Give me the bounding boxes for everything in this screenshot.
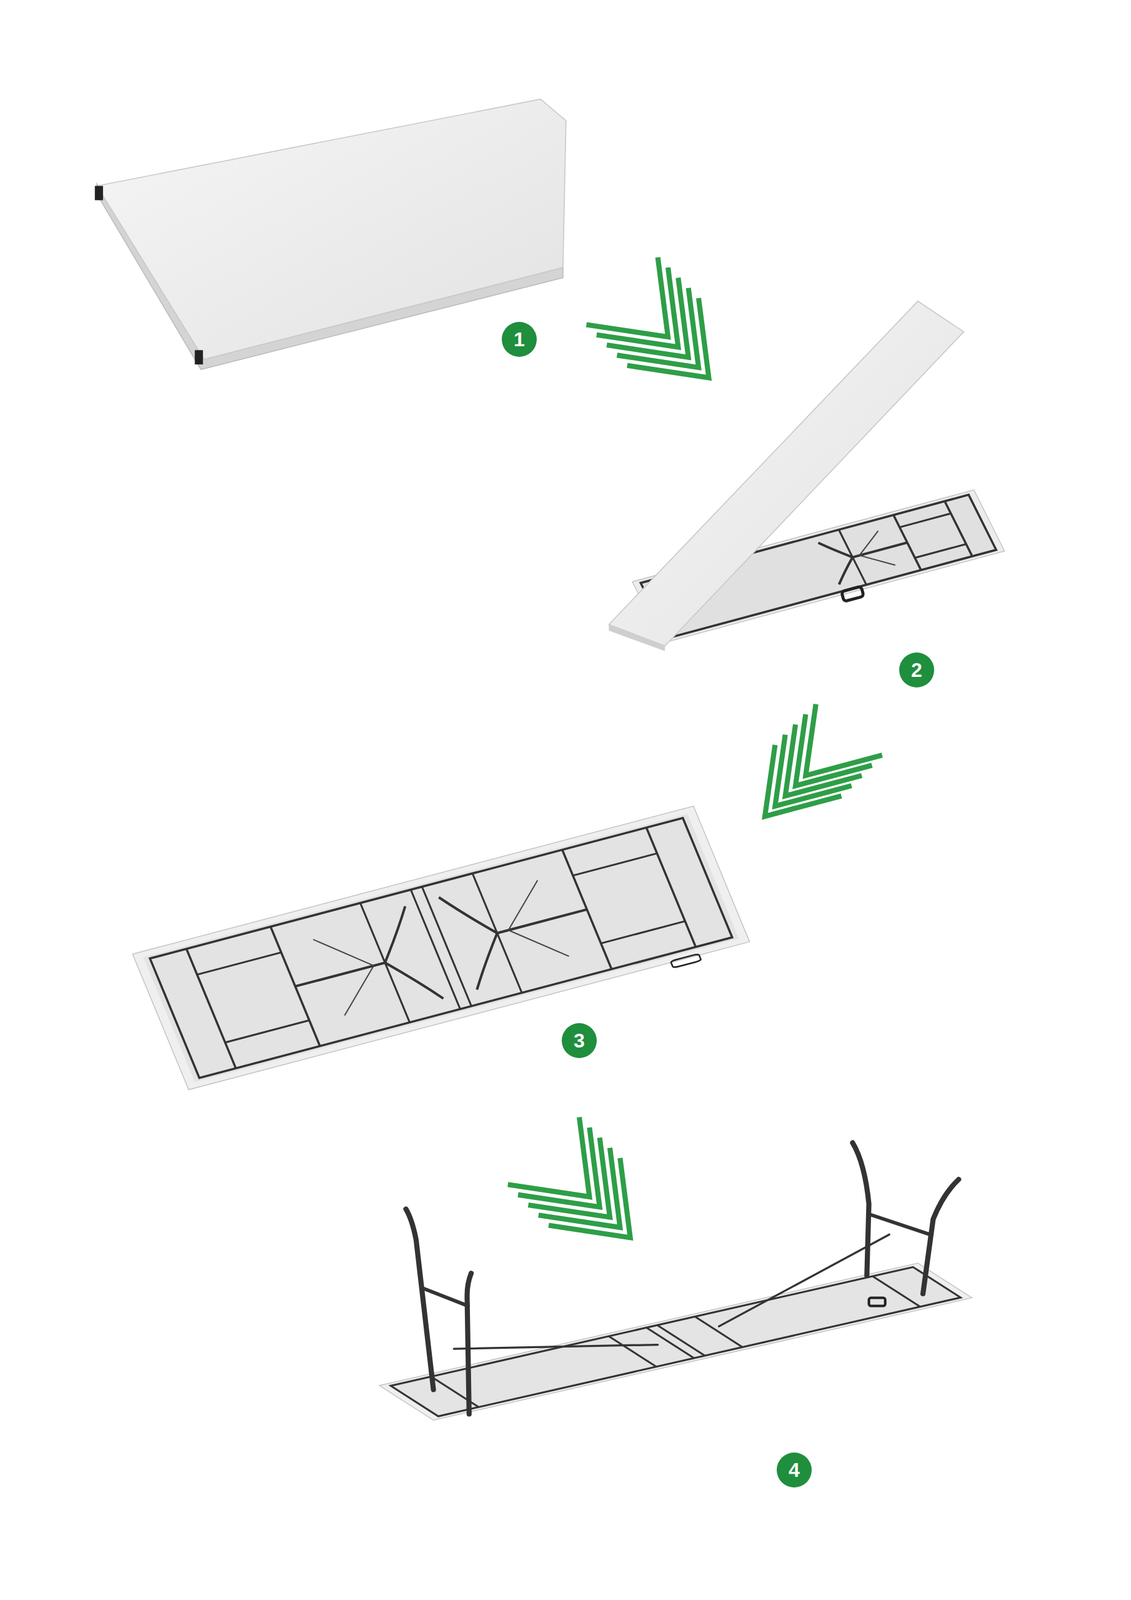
callout-number: 4 (788, 1459, 800, 1480)
table-top (96, 99, 567, 360)
chevron (518, 1127, 600, 1207)
chevron (764, 744, 842, 817)
hinge-clip (194, 349, 204, 365)
step-number-circle: 1 (501, 321, 537, 357)
table-legs (406, 1142, 960, 1414)
table-top-underside (379, 1262, 972, 1420)
callout-number: 2 (911, 659, 923, 680)
chevron (538, 1147, 621, 1228)
table-edge (608, 624, 665, 651)
folded-table (94, 99, 567, 370)
chevron (616, 288, 699, 368)
callout-number: 1 (513, 329, 525, 350)
carry-handle (869, 1297, 886, 1306)
chevron-arrows (508, 257, 883, 1238)
open-table-underside (132, 806, 752, 1095)
step-number-circle: 2 (899, 652, 935, 688)
step-number-circle: 3 (561, 1022, 597, 1058)
chevron (548, 1157, 631, 1238)
chevron (528, 1137, 610, 1217)
table-legs-out (379, 1142, 972, 1420)
hinge-clip (94, 185, 104, 200)
carry-handle (841, 586, 865, 602)
chevron (508, 1117, 590, 1197)
callout-number: 3 (573, 1030, 585, 1051)
chevron (627, 298, 710, 378)
chevron (596, 267, 679, 347)
chevron (606, 277, 689, 357)
step-number-circle: 4 (776, 1452, 812, 1488)
chevron (586, 257, 668, 337)
